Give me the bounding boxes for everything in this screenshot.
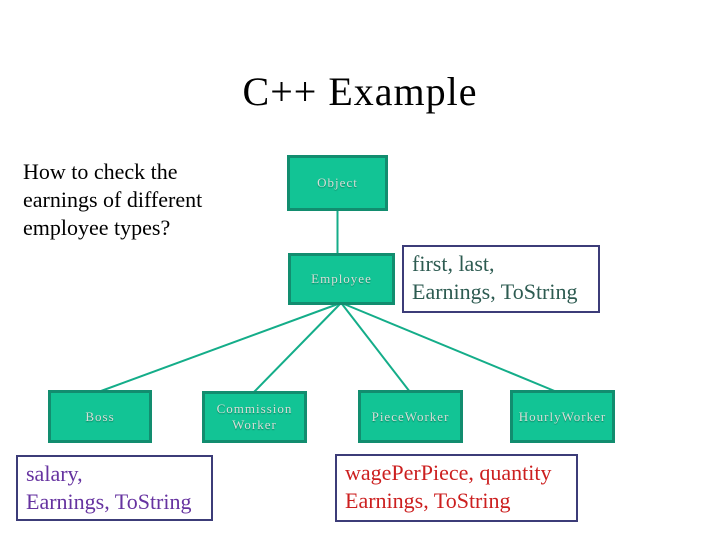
slide-title: C++ Example: [242, 69, 478, 114]
annotation-employee-members-line-1: first, last,: [412, 251, 495, 276]
class-node-employee: Employee: [288, 253, 395, 305]
connector-employee-commission: [253, 303, 341, 393]
class-node-piece-worker: PieceWorker: [358, 390, 463, 443]
connector-employee-pieceworker: [341, 303, 411, 393]
class-node-commission-worker-label: Commission Worker: [216, 401, 293, 432]
question-line-3: employee types?: [23, 215, 171, 240]
class-node-object-label: Object: [317, 175, 358, 190]
annotation-employee-members: first, last, Earnings, ToString: [402, 245, 600, 313]
class-node-hourly-worker: HourlyWorker: [510, 390, 615, 443]
question-line-2: earnings of different: [23, 187, 203, 212]
annotation-piece-worker-members: wagePerPiece, quantity Earnings, ToStrin…: [335, 454, 578, 522]
connector-employee-boss: [100, 303, 339, 392]
annotation-employee-members-line-2: Earnings, ToString: [412, 279, 578, 304]
connector-employee-hourlyworker: [343, 303, 558, 393]
annotation-boss-members-line-1: salary,: [26, 461, 83, 486]
annotation-boss-members: salary, Earnings, ToString: [16, 455, 213, 521]
class-node-piece-worker-label: PieceWorker: [371, 408, 450, 424]
class-node-commission-worker: Commission Worker: [202, 391, 307, 443]
question-text: How to check the earnings of different e…: [23, 158, 253, 242]
annotation-piece-worker-members-line-2: Earnings, ToString: [345, 488, 511, 513]
class-node-boss-label: Boss: [85, 408, 115, 424]
class-node-object: Object: [287, 155, 388, 211]
class-node-hourly-worker-label: HourlyWorker: [518, 408, 607, 424]
class-node-boss: Boss: [48, 390, 152, 443]
question-line-1: How to check the: [23, 159, 178, 184]
class-node-employee-label: Employee: [311, 271, 372, 286]
annotation-piece-worker-members-line-1: wagePerPiece, quantity: [345, 460, 552, 485]
annotation-boss-members-line-2: Earnings, ToString: [26, 489, 192, 514]
